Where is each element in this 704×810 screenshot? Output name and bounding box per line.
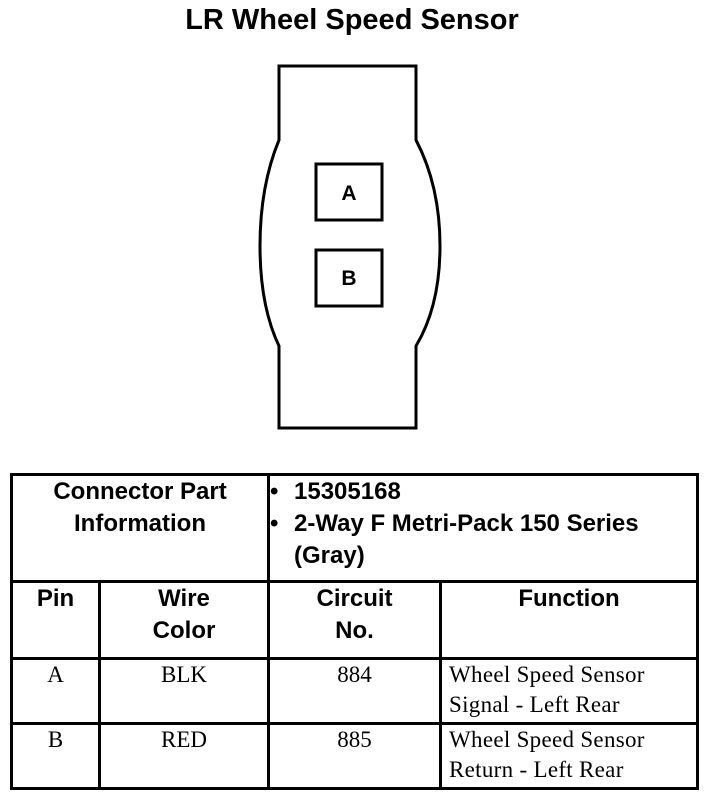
- connector-drawing: A B: [258, 64, 442, 430]
- table-row: A BLK 884 Wheel Speed Sensor Signal - Le…: [10, 657, 700, 725]
- pin-b-cavity: [314, 248, 384, 308]
- part-numbers-cell: 15305168 2-Way F Metri-Pack 150 Series (…: [267, 473, 700, 583]
- connector-info-table: Connector Part Information 15305168 2-Wa…: [9, 473, 700, 790]
- connector-body-outline: [258, 64, 442, 430]
- part-info-row: Connector Part Information 15305168 2-Wa…: [9, 473, 700, 583]
- pin-a-label: A: [341, 182, 356, 205]
- part-info-label-cell: Connector Part Information: [9, 473, 271, 583]
- cell-function-line2: Signal - Left Rear: [449, 692, 620, 717]
- header-circuit: Circuit No.: [267, 580, 443, 660]
- cell-wire-color: BLK: [97, 657, 271, 725]
- cell-function: Wheel Speed Sensor Signal - Left Rear: [439, 657, 700, 725]
- header-pin: Pin: [10, 580, 101, 660]
- cell-pin: A: [10, 657, 101, 725]
- part-number-item: 15305168: [270, 476, 696, 508]
- cell-circuit: 885: [267, 722, 443, 790]
- cell-wire-color: RED: [97, 722, 271, 790]
- cell-function-line2: Return - Left Rear: [449, 757, 624, 782]
- pin-b-label: B: [341, 267, 356, 290]
- header-wire-color-line1: Wire: [158, 585, 210, 612]
- part-number-item: 2-Way F Metri-Pack 150 Series (Gray): [270, 508, 696, 572]
- cell-circuit: 884: [267, 657, 443, 725]
- header-circuit-line1: Circuit: [316, 585, 393, 612]
- header-circuit-line2: No.: [335, 617, 374, 644]
- header-function-label: Function: [518, 585, 620, 612]
- diagram-title: LR Wheel Speed Sensor: [185, 4, 519, 36]
- cell-pin: B: [10, 722, 101, 790]
- header-pin-label: Pin: [36, 585, 75, 612]
- table-row: B RED 885 Wheel Speed Sensor Return - Le…: [10, 722, 700, 790]
- part-info-label-line2: Information: [74, 510, 206, 537]
- cell-function-line1: Wheel Speed Sensor: [449, 727, 645, 752]
- cell-function-line1: Wheel Speed Sensor: [449, 662, 645, 687]
- part-info-label-line1: Connector Part: [53, 478, 227, 505]
- header-function: Function: [439, 580, 700, 660]
- header-wire-color-line2: Color: [152, 617, 216, 644]
- cell-function: Wheel Speed Sensor Return - Left Rear: [439, 722, 700, 790]
- column-header-row: Pin Wire Color Circuit No. Function: [10, 580, 700, 660]
- pin-a-cavity: [314, 162, 384, 222]
- header-wire-color: Wire Color: [97, 580, 271, 660]
